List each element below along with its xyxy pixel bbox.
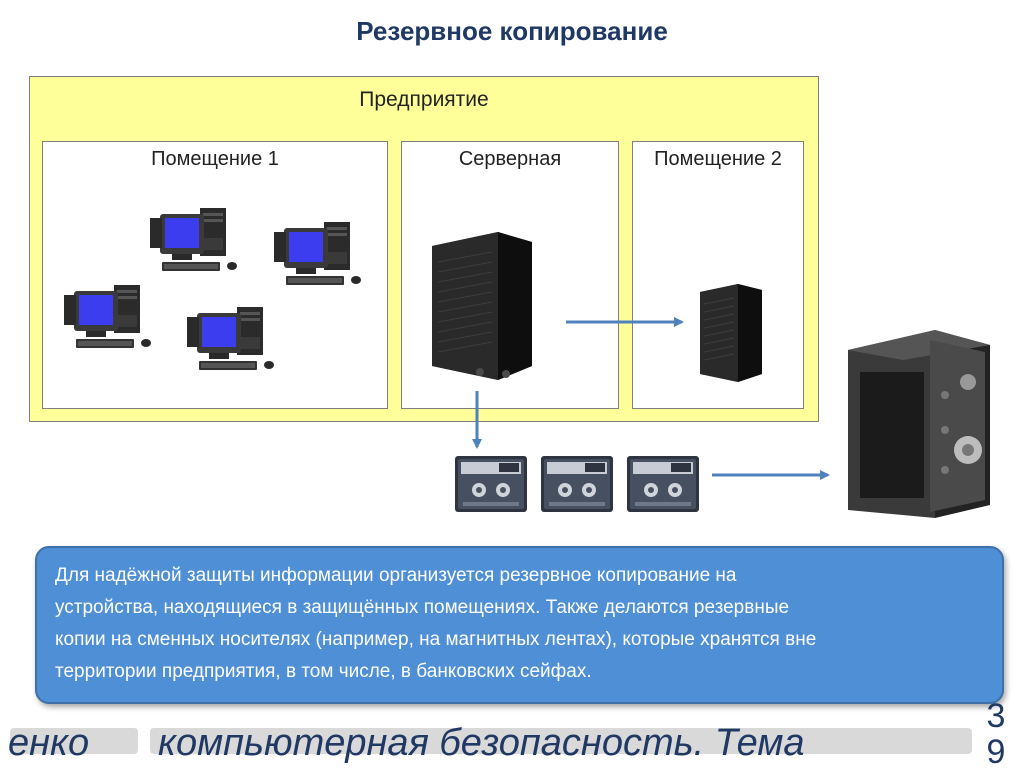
backup-server-icon — [700, 284, 762, 382]
server-room-label: Серверная — [458, 148, 562, 170]
workstation-icon — [187, 307, 274, 370]
footer-left-text: енко — [8, 722, 90, 764]
tape-cartridge-icon — [541, 456, 613, 512]
page-title: Резервное копирование — [356, 16, 668, 46]
tape-cartridge-icon — [455, 456, 527, 512]
enterprise-label: Предприятие — [359, 88, 489, 111]
info-line: территории предприятия, в том числе, в б… — [55, 661, 592, 682]
info-line: устройства, находящиеся в защищённых пом… — [55, 597, 790, 618]
info-text: Для надёжной защиты информации организуе… — [55, 560, 975, 688]
footer-main-text: компьютерная безопасность. Тема — [158, 722, 805, 764]
footer-bar-left — [10, 728, 138, 754]
footer-bar-main — [150, 728, 972, 754]
workstation-icon — [150, 208, 237, 271]
room-2-label: Помещение 2 — [654, 148, 782, 170]
info-callout — [35, 546, 1004, 704]
workstation-icon — [64, 285, 151, 348]
workstation-icon — [274, 222, 361, 285]
info-line: Для надёжной защиты информации организуе… — [55, 565, 737, 586]
footer-strip — [0, 718, 1024, 767]
info-line: копии на сменных носителях (например, на… — [55, 629, 817, 650]
page-number: 3 9 — [986, 697, 1006, 771]
tape-cartridge-icon — [627, 456, 699, 512]
room-1-label: Помещение 1 — [151, 148, 279, 170]
tower-server-icon — [432, 232, 532, 380]
bank-safe-icon — [848, 330, 990, 518]
